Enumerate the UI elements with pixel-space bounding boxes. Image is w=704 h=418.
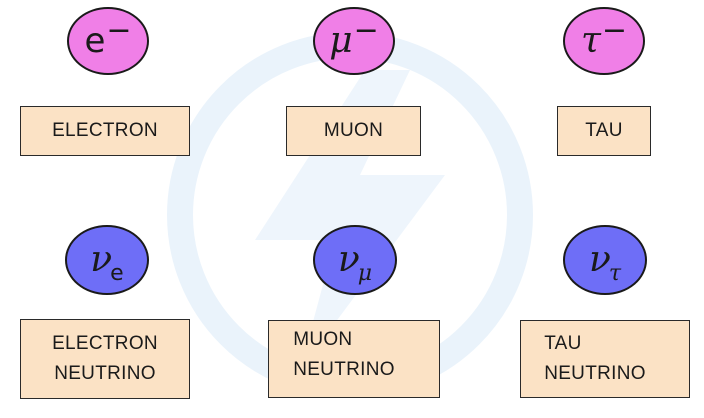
electron-neutrino-symbol-circle: νe (65, 225, 149, 295)
electron-neutrino-label: ELECTRON NEUTRINO (52, 332, 158, 384)
tau-neutrino-label: TAU NEUTRINO (544, 332, 646, 384)
electron-label: ELECTRON (52, 119, 158, 141)
muon-label-box: MUON (286, 106, 421, 156)
electron-symbol: e− (84, 13, 132, 61)
muon-neutrino-symbol: νμ (337, 239, 373, 286)
electron-label-box: ELECTRON (20, 106, 190, 156)
tau-neutrino-symbol-circle: ντ (563, 225, 647, 295)
muon-symbol-circle: μ− (313, 7, 395, 75)
tau-label-box: TAU (557, 106, 651, 156)
tau-neutrino-symbol: ντ (588, 239, 622, 286)
electron-neutrino-label-box: ELECTRON NEUTRINO (20, 319, 190, 399)
tau-symbol-circle: τ− (563, 7, 645, 75)
muon-label: MUON (323, 119, 384, 141)
muon-neutrino-symbol-circle: νμ (313, 225, 397, 295)
muon-neutrino-label: MUON NEUTRINO (293, 328, 395, 380)
muon-symbol: μ− (329, 13, 379, 61)
tau-neutrino-label-box: TAU NEUTRINO (520, 320, 690, 398)
electron-symbol-circle: e− (67, 7, 149, 75)
muon-neutrino-label-box: MUON NEUTRINO (268, 320, 440, 398)
electron-neutrino-symbol: νe (90, 239, 124, 286)
tau-label: TAU (585, 119, 623, 141)
tau-symbol: τ− (580, 13, 628, 61)
